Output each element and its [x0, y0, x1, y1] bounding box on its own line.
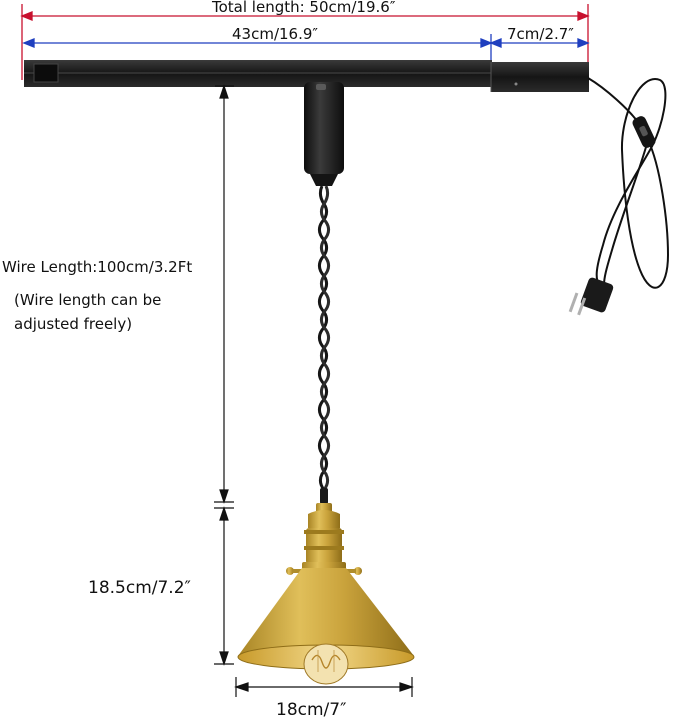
- brass-lamp-holder: [286, 503, 362, 575]
- edison-bulb-icon: [303, 643, 349, 685]
- width-left-arrow: [234, 682, 249, 692]
- shade-width-dimension: [234, 677, 414, 697]
- track-adapter: [304, 82, 344, 186]
- wire-length-dimension: [214, 84, 234, 504]
- shade-width-label: 18cm/7″: [276, 700, 347, 720]
- wire-top-arrow: [219, 84, 229, 99]
- twisted-cord: [317, 185, 331, 504]
- track-length-label: 43cm/16.9″: [232, 25, 319, 43]
- shade-height-dimension: [214, 506, 234, 666]
- shade-top-arrow: [219, 506, 229, 521]
- wire-adjust-note: (Wire length can be adjusted freely): [14, 291, 162, 333]
- power-cord: [587, 77, 670, 289]
- inline-switch: [632, 116, 656, 148]
- end-right-arrow: [577, 38, 590, 48]
- total-length-dimension: [20, 4, 590, 80]
- track-rail: [24, 60, 589, 92]
- total-left-arrow: [20, 11, 33, 21]
- plug-icon: [568, 277, 614, 316]
- track-length-dimension: [22, 34, 590, 60]
- wire-bottom-arrow: [219, 489, 229, 504]
- total-right-arrow: [577, 11, 590, 21]
- shade-bottom-arrow: [219, 651, 229, 666]
- end-length-label: 7cm/2.7″: [507, 25, 574, 43]
- end-left-arrow: [489, 38, 502, 48]
- wire-length-label: Wire Length:100cm/3.2Ft: [2, 258, 193, 276]
- track-left-arrow: [22, 38, 35, 48]
- total-length-label: Total length: 50cm/19.6″: [212, 0, 396, 16]
- width-right-arrow: [399, 682, 414, 692]
- shade-height-label: 18.5cm/7.2″: [88, 578, 191, 598]
- track-end-cap: [491, 62, 589, 92]
- track-right-arrow: [480, 38, 493, 48]
